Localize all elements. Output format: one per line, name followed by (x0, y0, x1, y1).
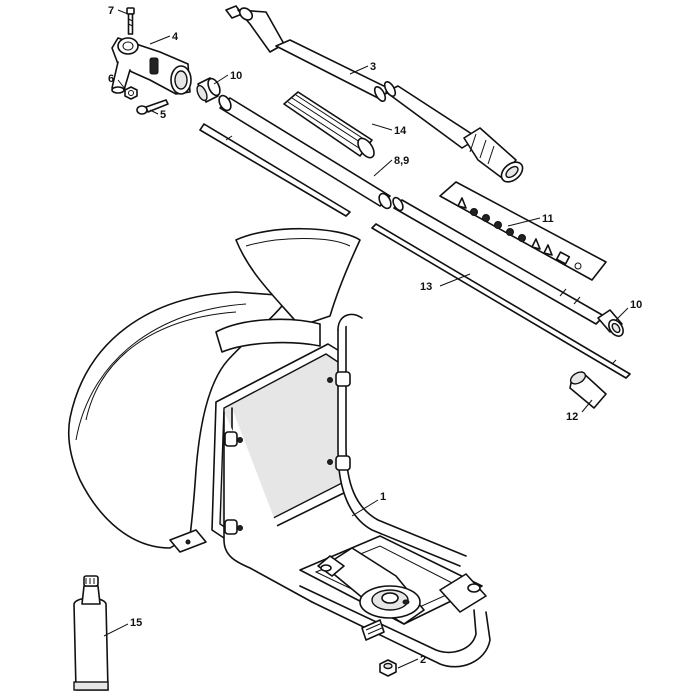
callout-12: 12 (566, 411, 578, 423)
part-8-9-tubes (199, 94, 392, 217)
callout-10-right: 10 (630, 299, 642, 311)
part-4-clamp (111, 37, 192, 95)
callout-2: 2 (420, 654, 426, 666)
callout-4: 4 (172, 31, 179, 43)
part-12-cap (569, 371, 607, 409)
callout-10-top: 10 (230, 70, 242, 82)
part-1-backpack-frame (67, 227, 491, 668)
part-10-bushing-right (597, 309, 624, 337)
part-15-grease-tube (73, 575, 109, 691)
part-3-shaft-tube (225, 5, 524, 183)
part-13-tube (371, 196, 631, 379)
callout-3: 3 (370, 61, 376, 73)
callout-8-9: 8,9 (394, 155, 409, 167)
callout-7: 7 (108, 5, 114, 17)
callout-1: 1 (380, 491, 386, 503)
callout-14: 14 (394, 125, 407, 137)
part-10-bushing-top (196, 77, 221, 103)
part-5-screw (136, 99, 169, 115)
part-14-sleeve (283, 91, 375, 159)
callout-5: 5 (160, 109, 166, 121)
callout-6: 6 (108, 73, 114, 85)
part-6-nut (124, 86, 138, 100)
callout-15: 15 (130, 617, 142, 629)
part-11-decal (439, 181, 607, 281)
callout-labels: 7 4 6 5 10 3 14 8,9 11 13 10 12 1 15 2 (108, 5, 642, 666)
part-2-nut (379, 659, 397, 677)
callout-13: 13 (420, 281, 432, 293)
part-7-screw (126, 7, 135, 35)
leader-lines (103, 9, 629, 669)
callout-11: 11 (542, 213, 554, 225)
